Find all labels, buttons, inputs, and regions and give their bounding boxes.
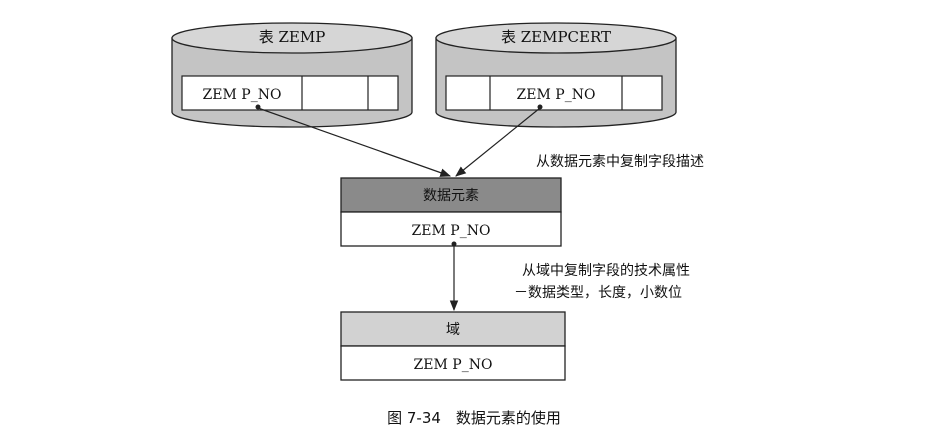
table-zempcert-cylinder: 表 ZEMPCERT ZEM P_NO	[435, 22, 677, 128]
data-element-field: ZEM P_NO	[412, 223, 491, 239]
table-label: 表 ZEMP	[259, 28, 326, 46]
domain-body	[340, 345, 566, 381]
domain-field: ZEM P_NO	[414, 357, 493, 373]
annotation-copy-description: 从数据元素中复制字段描述	[536, 153, 704, 170]
field-connector-dot	[451, 241, 457, 247]
domain-title: 域	[446, 322, 460, 338]
annotation-copy-tech-line1: 从域中复制字段的技术属性	[522, 262, 690, 279]
domain-box: 域 ZEM P_NO	[340, 311, 566, 381]
annotation-copy-tech-line2: －数据类型，长度，小数位	[514, 285, 682, 301]
figure-caption: 图 7-34 数据元素的使用	[387, 409, 561, 427]
table-label: 表 ZEMPCERT	[501, 28, 611, 46]
data-element-title: 数据元素	[423, 188, 479, 204]
table-field-key: ZEM P_NO	[203, 87, 282, 103]
table-zemp-cylinder: 表 ZEMP ZEM P_NO	[171, 22, 413, 128]
data-element-box: 数据元素 ZEM P_NO	[340, 177, 562, 247]
table-fields-row	[181, 75, 399, 111]
table-fields-row	[445, 75, 663, 111]
cylinder-top	[171, 22, 413, 54]
arrow-zemp-to-data-element	[257, 107, 452, 177]
data-element-body	[340, 211, 562, 247]
table-field-key: ZEM P_NO	[517, 87, 596, 103]
arrow-zempcert-to-data-element	[455, 107, 541, 177]
cylinder-top	[435, 22, 677, 54]
